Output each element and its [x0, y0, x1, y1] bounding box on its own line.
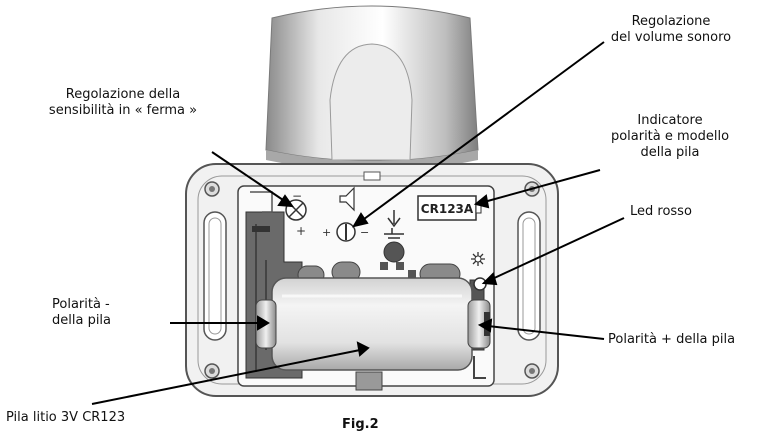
volume-dial: + − — [322, 186, 369, 242]
arrow-battery — [91, 341, 370, 405]
top-cap — [265, 5, 479, 171]
volume-minus-symbol: − — [360, 226, 369, 239]
label-neg-polarity-line1: Polarità - — [52, 297, 110, 312]
arrow-sensitivity — [211, 151, 295, 208]
arrow-down-icon — [387, 210, 401, 228]
label-battery: Pila litio 3V CR123 — [6, 410, 126, 425]
screw-bottom-right — [524, 363, 540, 379]
speaker-icon — [339, 186, 355, 212]
battery-indicator: CR123A — [417, 195, 482, 221]
label-pos-polarity: Polarità + della pila — [608, 332, 736, 347]
arrow-volume — [351, 41, 605, 228]
battery-model-text: CR123A — [421, 202, 474, 216]
label-indicator-line2: polarità e modello — [610, 129, 730, 144]
volume-plus-symbol: + — [322, 226, 331, 239]
label-indicator-line1: Indicatore — [637, 113, 703, 128]
test-button — [383, 210, 405, 263]
label-sensitivity: Regolazione della sensibilità in « ferma… — [18, 87, 228, 119]
label-led: Led rosso — [630, 204, 692, 219]
arrow-indicator — [473, 169, 601, 209]
label-volume-line2: del volume sonoro — [610, 30, 732, 45]
leader-arrows — [91, 41, 625, 405]
screw-bottom-left — [204, 363, 220, 379]
arrow-pos-polarity — [477, 318, 605, 340]
label-sensitivity-line2: sensibilità in « ferma » — [48, 103, 198, 118]
label-neg-polarity: Polarità - della pila — [52, 297, 111, 329]
red-led — [471, 252, 487, 291]
label-neg-polarity-line2: della pila — [52, 313, 112, 328]
minus-symbol: − — [292, 189, 302, 203]
arrow-led — [481, 217, 625, 286]
arrow-neg-polarity — [170, 315, 270, 331]
screw-top-left — [204, 181, 220, 197]
battery — [255, 277, 491, 371]
sensitivity-dial: − + — [250, 189, 307, 238]
label-volume: Regolazione del volume sonoro — [585, 14, 757, 46]
label-sensitivity-line1: Regolazione della — [65, 87, 181, 102]
plus-symbol: + — [296, 224, 306, 238]
figure-caption: Fig.2 — [342, 417, 379, 432]
label-volume-line1: Regolazione — [631, 14, 711, 29]
label-indicator: Indicatore polarità e modello della pila — [590, 113, 750, 161]
label-indicator-line3: della pila — [640, 145, 700, 160]
